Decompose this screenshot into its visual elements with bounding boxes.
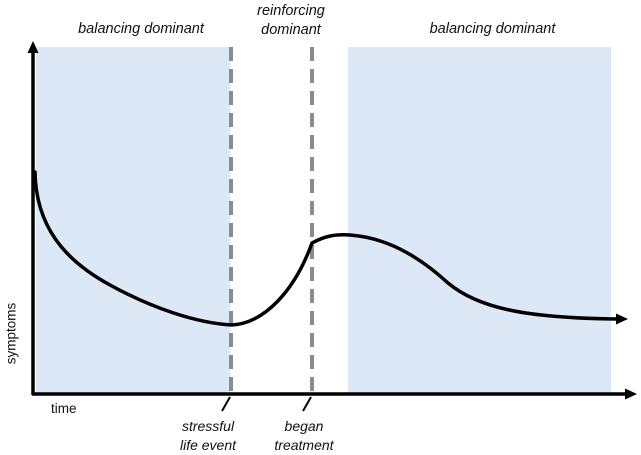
- event-label-stressful-life-event: stressful life event: [158, 417, 258, 455]
- x-axis-label: time: [51, 401, 77, 416]
- event-label-stressful-line1: stressful: [181, 418, 235, 434]
- event-label-began-line2: treatment: [274, 437, 334, 453]
- x-axis-arrowhead: [625, 388, 637, 400]
- event-tick-treatment: [302, 396, 312, 412]
- region-balancing-right: [348, 47, 611, 395]
- region-balancing-left: [36, 47, 230, 395]
- event-label-stressful-line2: life event: [179, 437, 237, 453]
- y-axis-arrowhead: [27, 41, 39, 53]
- event-label-began-line1: began: [284, 418, 324, 434]
- y-axis-label: symptoms: [3, 302, 19, 365]
- curve-arrowhead: [616, 313, 628, 325]
- region-label-reinforcing-line1: reinforcing: [257, 3, 325, 19]
- event-tick-stressful: [221, 396, 231, 412]
- region-label-reinforcing-line2: dominant: [261, 22, 321, 38]
- symptoms-curve: [33, 170, 619, 327]
- region-label-reinforcing: reinforcing dominant: [241, 2, 341, 40]
- region-label-balancing-left: balancing dominant: [78, 21, 204, 37]
- event-label-began-treatment: began treatment: [254, 417, 354, 455]
- region-label-balancing-right: balancing dominant: [429, 21, 556, 37]
